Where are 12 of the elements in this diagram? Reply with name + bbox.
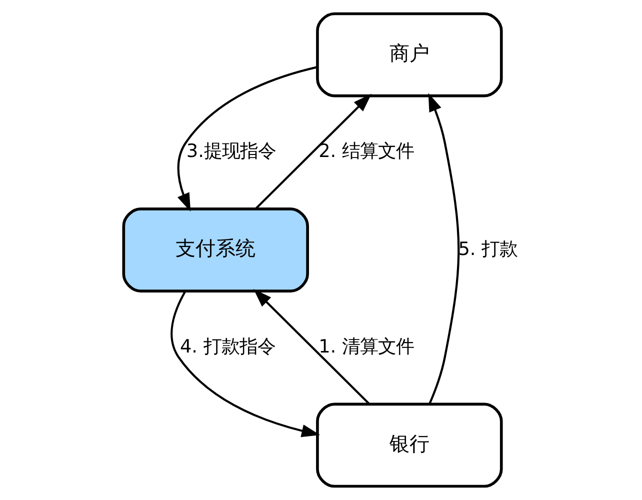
arrow [177,66,318,212]
node-box: 商户 [316,12,503,98]
arrow [428,93,460,404]
edge-label: 4. 打款指令 [180,336,276,358]
edge-label: 5. 打款 [458,238,518,260]
edge-label: 3.提现指令 [186,141,276,162]
arrow [254,289,370,405]
arrow [170,290,320,438]
node-box: 支付系统 [122,208,309,292]
arrow [254,94,372,210]
edge-label: 1. 清算文件 [318,336,414,358]
node-box: 银行 [316,402,503,488]
